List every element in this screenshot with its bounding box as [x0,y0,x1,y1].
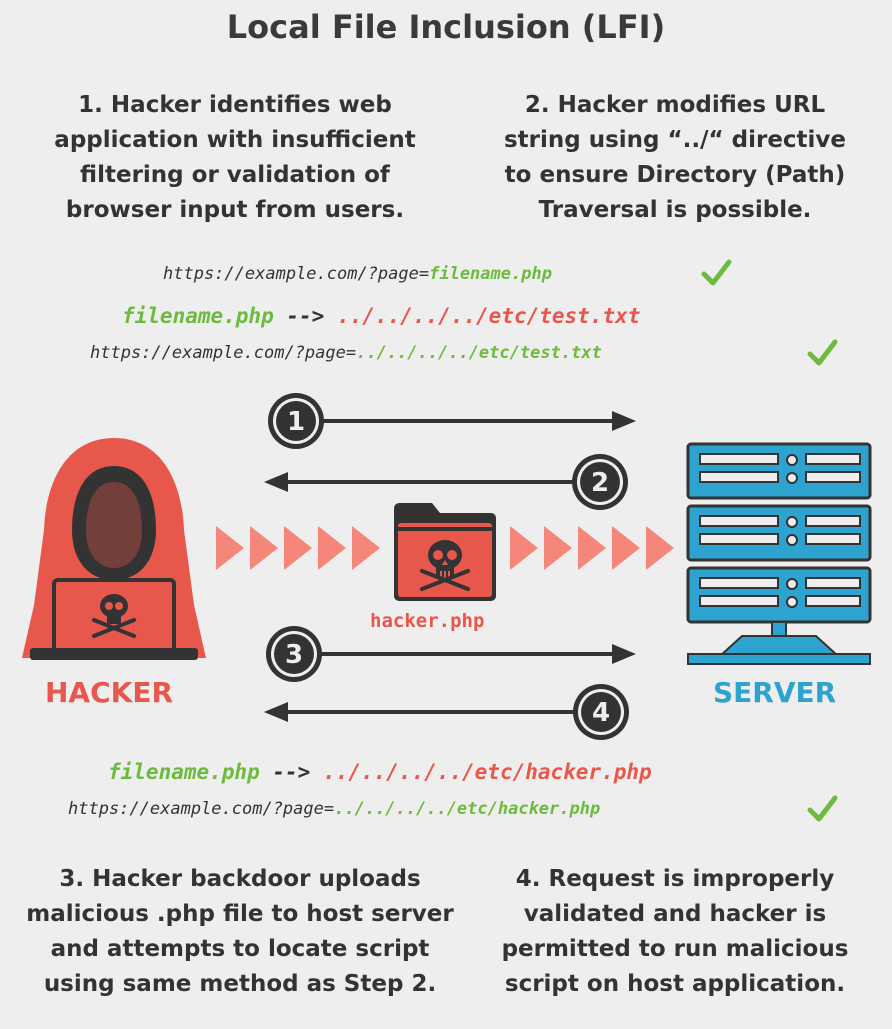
step-1-line: browser input from users. [65,197,405,223]
mapping-to: ../../../../etc/test.txt [336,304,641,328]
step-2-text: 2. Hacker modifies URL string using “../… [475,88,875,228]
path-mapping-line-2: filename.php --> ../../../../etc/hacker.… [108,760,652,784]
step-1-line: 1. Hacker identifies web [78,92,392,118]
step-4-text: 4. Request is improperly validated and h… [475,862,875,1002]
mapping-arrow: --> [273,304,337,328]
url-value: ../../../../etc/test.txt [356,343,602,363]
file-label: hacker.php [370,610,485,632]
step-3-line: and attempts to locate script [50,936,430,962]
step-4-line: 4. Request is improperly [515,866,835,892]
upload-chevrons [216,526,674,570]
arrow-number: 4 [592,698,610,728]
checkmark-icon [807,795,838,822]
url-prefix: https://example.com/?page= [90,343,357,363]
step-4-line: script on host application. [504,971,846,997]
step-1-text: 1. Hacker identifies web application wit… [35,88,435,228]
url-line-3: https://example.com/?page=../../../../et… [68,799,600,819]
mapping-from: filename.php [122,304,274,328]
url-prefix: https://example.com/?page= [68,799,335,819]
url-prefix: https://example.com/?page= [163,264,430,284]
step-2-line: string using “../“ directive [503,127,847,153]
page-title: Local File Inclusion (LFI) [226,8,666,46]
response-arrow-4: 4 [264,684,629,740]
url-value: filename.php [429,264,552,284]
step-1-line: filtering or validation of [80,162,390,188]
step-1-line: application with insufficient [54,127,416,153]
arrow-number: 2 [591,468,609,498]
step-3-text: 3. Hacker backdoor uploads malicious .ph… [25,862,455,1002]
step-3-line: 3. Hacker backdoor uploads [59,866,421,892]
step-2-line: Traversal is possible. [538,197,812,223]
url-line-2: https://example.com/?page=../../../../et… [90,343,602,363]
checkmark-icon [807,339,838,366]
server-label: SERVER [713,676,837,709]
mapping-from: filename.php [108,760,260,784]
checkmark-icon [701,259,732,286]
mapping-arrow: --> [259,760,323,784]
step-2-line: to ensure Directory (Path) [504,162,846,188]
request-arrow-3: 3 [266,626,636,682]
step-4-line: validated and hacker is [523,901,827,927]
hooded-hacker-icon [22,438,206,660]
request-arrow-1: 1 [268,393,636,449]
url-value: ../../../../etc/hacker.php [334,799,601,819]
skull-folder-icon [394,503,496,601]
arrow-number: 1 [287,407,305,437]
step-2-line: 2. Hacker modifies URL [524,92,826,118]
step-3-line: using same method as Step 2. [43,971,437,997]
hacker-label: HACKER [45,676,174,709]
path-mapping-line-1: filename.php --> ../../../../etc/test.tx… [122,304,640,328]
response-arrow-2: 2 [264,454,628,510]
url-line-1: https://example.com/?page=filename.php [163,264,552,284]
server-rack-icon [686,442,872,665]
step-3-line: malicious .php file to host server [26,901,454,927]
mapping-to: ../../../../etc/hacker.php [322,760,652,784]
arrow-number: 3 [285,640,303,670]
step-4-line: permitted to run malicious [501,936,849,962]
